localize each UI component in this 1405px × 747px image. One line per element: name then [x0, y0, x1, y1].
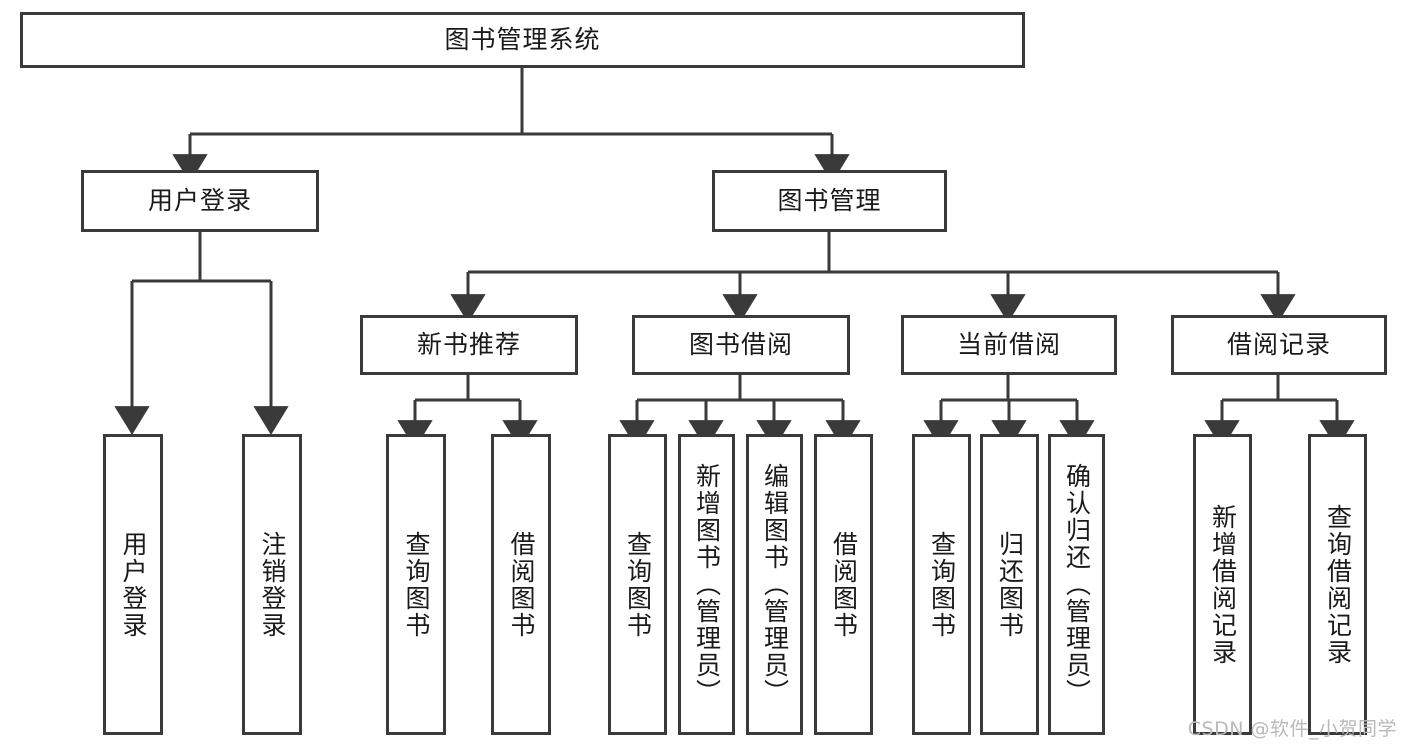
node-borrow-record[interactable]: 借阅记录 [1171, 315, 1387, 375]
node-root-system[interactable]: 图书管理系统 [20, 12, 1025, 68]
leaf-borrow-book-recommend[interactable]: 借阅图书 [491, 434, 551, 735]
node-book-management[interactable]: 图书管理 [712, 170, 947, 232]
leaf-logout[interactable]: 注销登录 [242, 434, 302, 735]
leaf-edit-book-admin[interactable]: 编辑图书（管理员） [746, 434, 803, 735]
leaf-query-book-recommend[interactable]: 查询图书 [386, 434, 446, 735]
leaf-return-book[interactable]: 归还图书 [980, 434, 1039, 735]
leaf-query-book-current[interactable]: 查询图书 [912, 434, 971, 735]
node-user-login[interactable]: 用户登录 [81, 170, 319, 232]
node-book-borrow[interactable]: 图书借阅 [632, 315, 850, 375]
leaf-add-book-admin[interactable]: 新增图书（管理员） [678, 434, 735, 735]
node-new-book-recommend[interactable]: 新书推荐 [360, 315, 578, 375]
leaf-add-borrow-record[interactable]: 新增借阅记录 [1193, 434, 1252, 735]
leaf-query-borrow-record[interactable]: 查询借阅记录 [1308, 434, 1367, 735]
node-current-borrow[interactable]: 当前借阅 [901, 315, 1117, 375]
leaf-user-login[interactable]: 用户登录 [103, 434, 163, 735]
csdn-watermark: CSDN @软件_小贺同学 [1187, 718, 1397, 740]
leaf-query-book-borrow[interactable]: 查询图书 [608, 434, 667, 735]
leaf-borrow-book[interactable]: 借阅图书 [814, 434, 873, 735]
leaf-confirm-return-admin[interactable]: 确认归还（管理员） [1048, 434, 1105, 735]
